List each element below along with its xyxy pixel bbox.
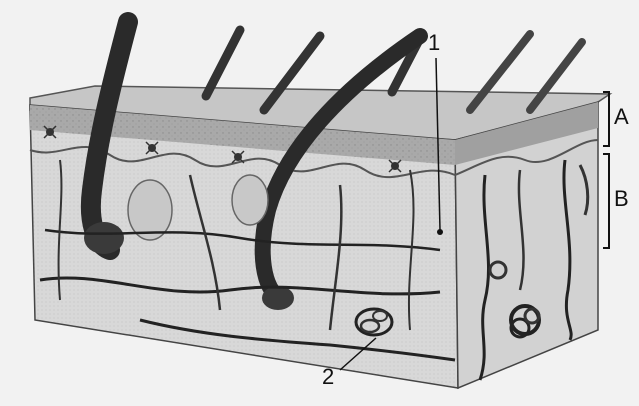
label-layer-a: A: [614, 104, 629, 130]
label-pointer-1: 1: [428, 30, 440, 56]
pointer-dot-1: [437, 229, 443, 235]
sebaceous-gland: [128, 180, 172, 240]
sebaceous-gland: [232, 175, 268, 225]
hair-bulb-left: [84, 222, 124, 254]
label-pointer-2: 2: [322, 364, 334, 390]
hair-bulb-middle: [262, 286, 294, 310]
label-layer-b: B: [614, 186, 629, 212]
